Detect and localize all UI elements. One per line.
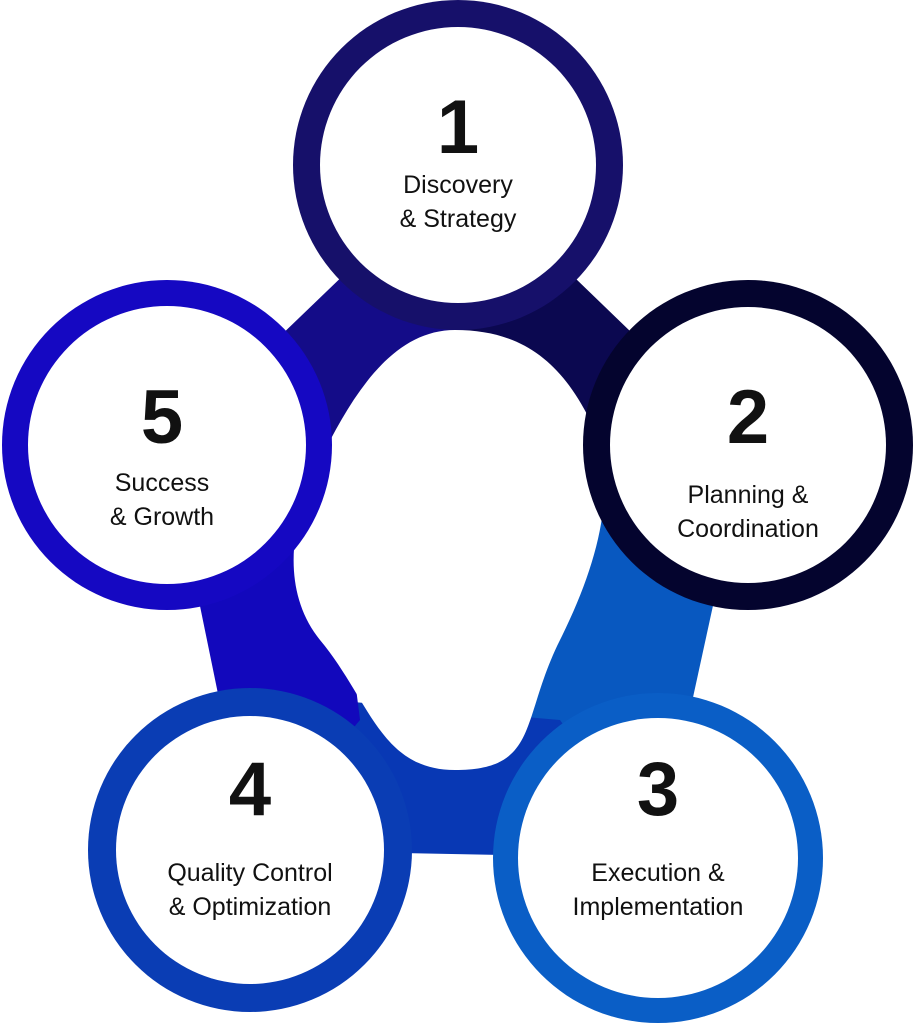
step-number: 4 (228, 747, 272, 832)
step-1: 1 Discovery & Strategy (338, 88, 578, 236)
step-number: 5 (140, 375, 184, 460)
disc-2 (610, 307, 886, 583)
step-label-line1: Quality Control (167, 859, 333, 887)
center-hole (293, 330, 605, 770)
step-4: 4 Quality Control & Optimization (110, 750, 390, 924)
step-label-line2: & Growth (109, 503, 215, 531)
step-label-line1: Execution & (591, 859, 725, 887)
step-label-line2: Implementation (572, 893, 744, 921)
disc-4 (116, 716, 384, 984)
step-label-line1: Discovery (403, 171, 513, 199)
disc-1 (320, 27, 596, 303)
step-number: 1 (436, 85, 480, 170)
step-3: 3 Execution & Implementation (528, 750, 788, 924)
step-number: 3 (636, 747, 680, 832)
step-number: 2 (726, 375, 770, 460)
disc-5 (28, 306, 306, 584)
step-label-line1: Success (114, 469, 210, 497)
step-label-line2: & Optimization (168, 893, 332, 921)
step-2: 2 Planning & Coordination (618, 378, 878, 546)
step-label-line1: Planning & (687, 481, 809, 509)
step-label-line2: Coordination (677, 515, 819, 543)
step-5: 5 Success & Growth (42, 378, 282, 534)
disc-3 (518, 718, 798, 998)
step-label-line2: & Strategy (399, 205, 517, 233)
